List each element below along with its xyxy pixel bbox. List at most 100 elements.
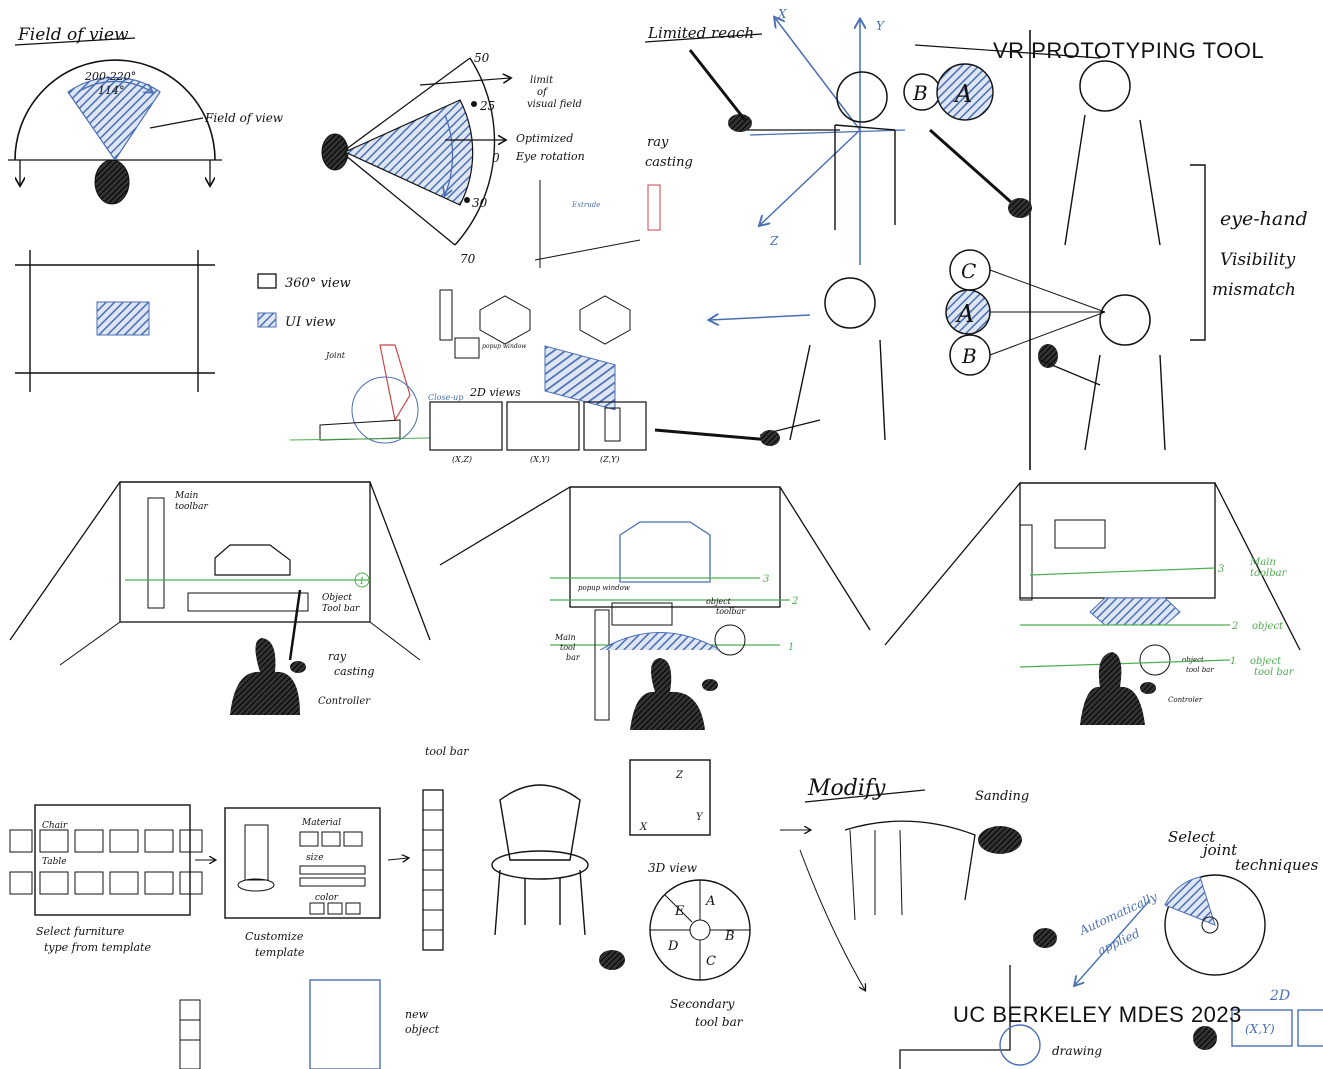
- auto-applied-1: Automatically: [1076, 889, 1159, 938]
- flow-size: size: [306, 853, 324, 863]
- room-sketch-1: Main toolbar 1 Object Tool bar ray casti…: [10, 482, 430, 715]
- joint-label: Joint: [324, 351, 346, 360]
- flow-color: color: [315, 893, 339, 903]
- wheel-c: C: [706, 954, 716, 969]
- room3-object-g-2: tool bar: [1254, 667, 1295, 678]
- view-xy: (X,Y): [530, 455, 550, 464]
- room3-object-g-1: object: [1250, 656, 1282, 667]
- view-zy: (Z,Y): [600, 455, 619, 464]
- extrude-label: Extrude: [571, 201, 600, 209]
- optimized-label-1: Optimized: [516, 132, 573, 145]
- room2-n1: 1: [788, 642, 794, 653]
- popup-label: popup window: [482, 343, 527, 350]
- room2-main-3: bar: [566, 653, 581, 662]
- project-credit: UC BERKELEY MDES 2023: [953, 1002, 1242, 1028]
- new-object-1: new: [405, 1008, 429, 1021]
- flow-axis-y: Y: [696, 812, 704, 823]
- field-of-view-sketch: Field of view 200-220° 114° Field of vie…: [8, 25, 284, 204]
- drawing-label: drawing: [1052, 1044, 1102, 1058]
- degree-50: 50: [474, 51, 490, 65]
- fov-label: Field of view: [204, 111, 284, 125]
- limited-reach-heading: Limited reach: [647, 24, 754, 42]
- room1-ray-1: ray: [328, 650, 347, 663]
- room3-n3: 3: [1218, 564, 1224, 575]
- flow-secondary-2: tool bar: [695, 1015, 744, 1029]
- wheel-a: A: [705, 894, 715, 909]
- limit-label-2: of: [537, 87, 549, 98]
- room3-main-2: toolbar: [1250, 568, 1288, 579]
- flow-customize-2: template: [255, 946, 305, 959]
- eye-rotation-sketch: 50 25 0 30 70 limit of visual field Opti…: [322, 51, 585, 266]
- degree-30: 30: [472, 196, 488, 210]
- views-2d-label: 2D views: [469, 386, 521, 399]
- room1-object-2: Tool bar: [322, 604, 360, 614]
- room2-main-2: tool: [560, 643, 576, 652]
- closeup-label: Close-up: [428, 393, 463, 402]
- limit-label-3: visual field: [527, 99, 582, 110]
- modify-select-3: techniques: [1235, 856, 1319, 874]
- room1-main-1: Main: [174, 491, 198, 501]
- wheel-e: E: [674, 904, 685, 919]
- xy-label: (X,Y): [1245, 1022, 1275, 1036]
- degree-70: 70: [460, 252, 476, 266]
- room3-object: object: [1252, 621, 1284, 632]
- legend-ui-view: UI view: [285, 315, 336, 330]
- room3-main-1: Main: [1249, 557, 1276, 568]
- room3-n1: 1: [1230, 656, 1236, 667]
- room2-popup: popup window: [578, 584, 630, 592]
- room3-controller: Controler: [1168, 696, 1203, 704]
- project-title: VR PROTOTYPING TOOL: [993, 38, 1264, 64]
- legend-360-view: 360° view: [285, 276, 351, 291]
- ball-a-top: A: [953, 80, 972, 108]
- flow-customize-1: Customize: [245, 930, 304, 943]
- room-sketch-3: 3 Main toolbar 2 object object tool bar …: [885, 483, 1300, 725]
- axis-z: Z: [769, 234, 779, 248]
- eye-hand-label-1: eye-hand: [1220, 208, 1308, 230]
- limited-reach-sketch: Limited reach X Y Z ray casting: [645, 7, 905, 446]
- room2-main-1: Main: [554, 633, 576, 642]
- flow-material: Material: [301, 818, 341, 828]
- reach-ray-1: ray: [647, 135, 669, 150]
- modify-select-2: joint: [1200, 841, 1238, 859]
- sanding-label: Sanding: [975, 789, 1029, 804]
- furniture-flow-sketch: Chair Table Select furniture type from t…: [10, 745, 750, 1069]
- fov-angle-label: 114°: [98, 84, 125, 97]
- limit-label-1: limit: [530, 75, 554, 86]
- flow-axis-z: Z: [675, 770, 684, 781]
- degree-0: 0: [492, 151, 500, 165]
- flow-axis-x: X: [639, 822, 648, 833]
- room1-main-2: toolbar: [175, 502, 208, 512]
- room-sketch-2: 3 2 1 popup window object toolbar Main t…: [440, 487, 870, 730]
- room3-n2: 2: [1231, 621, 1238, 632]
- reach-ray-2: casting: [645, 155, 693, 170]
- flow-select-1: Select furniture: [36, 925, 125, 938]
- room3-object-tb-1: object: [1182, 656, 1204, 664]
- room1-controller: Controller: [318, 696, 371, 707]
- flow-3d-view: 3D view: [648, 861, 698, 875]
- room3-object-tb-2: tool bar: [1186, 666, 1214, 674]
- flow-select-2: type from template: [44, 941, 151, 954]
- eye-hand-label-2: Visibility: [1220, 250, 1296, 270]
- axis-x: X: [777, 7, 787, 21]
- ball-b: B: [961, 344, 977, 368]
- auto-applied-2: applied: [1095, 926, 1142, 958]
- joint-sketch: Extrude popup window Joint Close-up 2D v…: [290, 180, 660, 464]
- flow-table: Table: [42, 857, 67, 867]
- wheel-b: B: [724, 929, 735, 944]
- eye-hand-label-3: mismatch: [1212, 280, 1296, 300]
- fov-range-label: 200-220°: [84, 70, 136, 83]
- ball-b-top: B: [912, 81, 928, 105]
- optimized-label-2: Eye rotation: [515, 150, 585, 163]
- view-xz: (X,Z): [452, 455, 472, 464]
- room2-n2: 2: [791, 596, 798, 607]
- view-diagram: 360° view UI view: [15, 250, 351, 392]
- room1-object-1: Object: [322, 593, 352, 603]
- degree-25: 25: [479, 99, 495, 113]
- ball-a: A: [955, 300, 974, 328]
- flow-toolbar: tool bar: [425, 745, 469, 758]
- room1-ray-2: casting: [334, 665, 374, 678]
- wheel-d: D: [667, 939, 679, 954]
- room2-n3: 3: [763, 574, 769, 585]
- label-2d: 2D: [1269, 988, 1290, 1004]
